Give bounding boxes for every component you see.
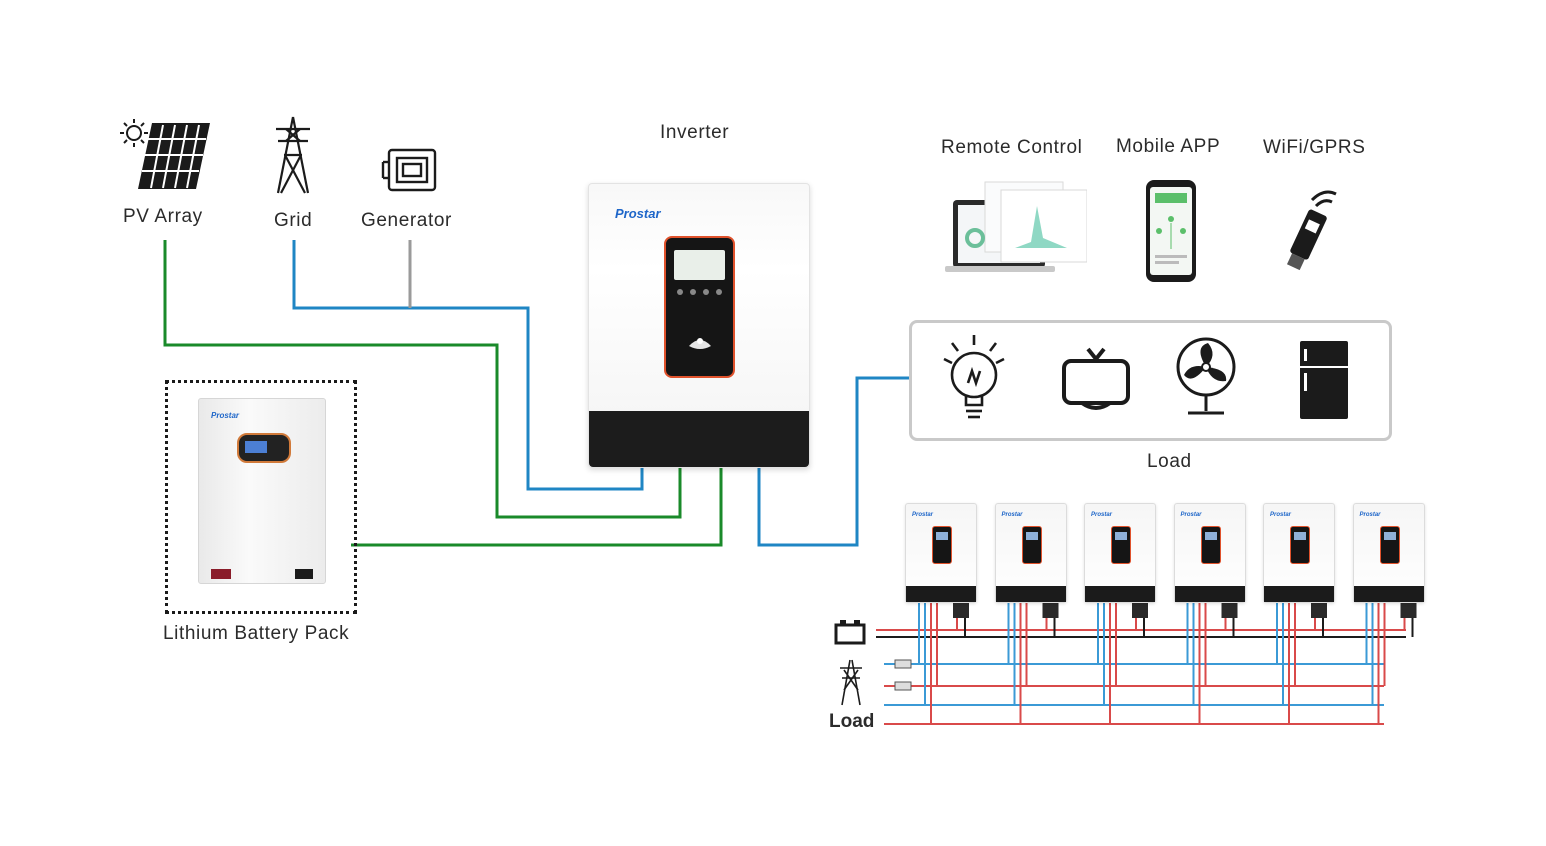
load-panel xyxy=(909,320,1392,441)
wifi-dongle-icon xyxy=(1276,180,1346,281)
mobile-phone-icon xyxy=(1145,179,1197,288)
bus-battery-icon xyxy=(834,620,866,645)
load-wire xyxy=(757,376,909,547)
inverter-control-panel xyxy=(664,236,735,378)
mini-base xyxy=(906,586,976,602)
battery-terminal-positive xyxy=(211,569,231,579)
breaker-icon xyxy=(1042,602,1059,618)
mini-brand-logo: Prostar xyxy=(1001,512,1023,518)
load-label: Load xyxy=(1147,451,1192,472)
battery-display xyxy=(237,433,291,463)
mini-panel xyxy=(1200,526,1221,564)
brand-logo: Prostar xyxy=(615,206,661,221)
mini-base xyxy=(995,586,1066,602)
panel-buttons-icon xyxy=(677,289,722,295)
mini-brand-logo: Prostar xyxy=(912,512,934,518)
breaker-icon xyxy=(1132,602,1148,618)
grid-label: Grid xyxy=(274,210,313,231)
mini-panel xyxy=(1021,526,1042,564)
grid-tower-icon xyxy=(272,115,314,200)
mini-base xyxy=(1353,586,1424,602)
mini-brand-logo: Prostar xyxy=(1359,512,1381,518)
battery-label: Lithium Battery Pack xyxy=(163,623,350,644)
laptop-icon xyxy=(945,178,1088,283)
parallel-inverter-unit: Prostar xyxy=(1263,503,1335,603)
pv-wire xyxy=(163,240,682,519)
mini-brand-logo: Prostar xyxy=(1180,512,1202,518)
lithium-battery-unit: Prostar xyxy=(198,398,326,584)
mini-base xyxy=(1264,586,1334,602)
inverter-unit: Prostar xyxy=(588,183,810,468)
parallel-inverter-unit: Prostar xyxy=(905,503,977,603)
breaker-icon xyxy=(953,602,969,618)
inverter-base xyxy=(589,411,809,467)
remote-control-label: Remote Control xyxy=(941,137,1083,158)
pv-array-icon xyxy=(118,117,214,198)
mobile-app-label: Mobile APP xyxy=(1116,136,1221,157)
battery-brand-logo: Prostar xyxy=(211,411,240,420)
pv-array-label: PV Array xyxy=(123,206,203,227)
battery-frame: Prostar xyxy=(165,380,357,614)
mini-base xyxy=(1174,586,1245,602)
tv-icon xyxy=(1062,347,1130,410)
fan-icon xyxy=(1176,337,1236,415)
inverter-label: Inverter xyxy=(660,122,730,143)
refrigerator-icon xyxy=(1300,341,1348,419)
generator-icon xyxy=(381,146,439,199)
breaker-icon xyxy=(1311,602,1327,618)
grid-wire xyxy=(292,240,644,491)
parallel-inverter-unit: Prostar xyxy=(1352,503,1425,603)
light-bulb-icon xyxy=(943,335,1005,419)
parallel-inverter-unit: Prostar xyxy=(1173,503,1246,603)
mini-brand-logo: Prostar xyxy=(1270,512,1292,518)
mini-base xyxy=(1085,586,1155,602)
sun-logo-icon xyxy=(689,338,711,349)
breaker-icon xyxy=(1221,602,1238,618)
inverter-lcd xyxy=(674,250,725,280)
mini-panel xyxy=(1111,526,1131,564)
generator-label: Generator xyxy=(361,210,452,231)
parallel-inverter-unit: Prostar xyxy=(994,503,1067,603)
mini-brand-logo: Prostar xyxy=(1091,512,1113,518)
battery-terminal-negative xyxy=(295,569,313,579)
parallel-inverter-unit: Prostar xyxy=(1084,503,1156,603)
mini-panel xyxy=(1290,526,1310,564)
breaker-icon xyxy=(1400,602,1417,618)
mini-panel xyxy=(1379,526,1400,564)
bus-grid-icon xyxy=(840,659,862,706)
battery-wire xyxy=(351,465,723,547)
mini-panel xyxy=(932,526,952,564)
wifi-gprs-label: WiFi/GPRS xyxy=(1263,137,1366,158)
parallel-load-label: Load xyxy=(829,711,875,732)
